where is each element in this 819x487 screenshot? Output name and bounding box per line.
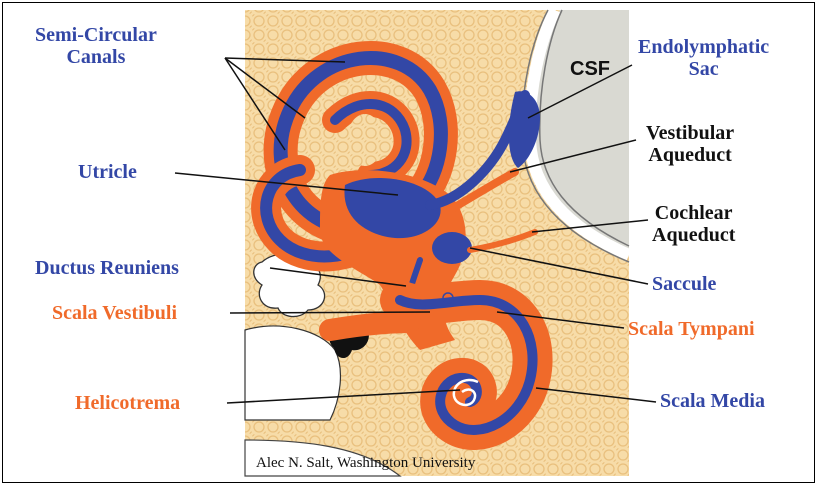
label-scala-vestibuli: Scala Vestibuli [52, 302, 177, 324]
label-endolymphatic-sac: Endolymphatic Sac [638, 36, 769, 80]
label-semicircular-canals: Semi-Circular Canals [35, 24, 157, 68]
label-scala-tympani: Scala Tympani [628, 318, 755, 340]
label-scala-media: Scala Media [660, 390, 765, 412]
image-credit: Alec N. Salt, Washington University [256, 455, 475, 472]
label-helicotrema: Helicotrema [75, 392, 180, 414]
label-saccule: Saccule [652, 273, 716, 295]
label-utricle: Utricle [78, 161, 137, 183]
label-csf: CSF [570, 58, 610, 81]
canal-inner-bone-1 [347, 114, 383, 166]
label-vestibular-aqueduct: Vestibular Aqueduct [646, 122, 734, 166]
label-cochlear-aqueduct: Cochlear Aqueduct [652, 202, 735, 246]
label-ductus-reuniens: Ductus Reuniens [35, 257, 179, 279]
saccule-body [432, 232, 472, 264]
